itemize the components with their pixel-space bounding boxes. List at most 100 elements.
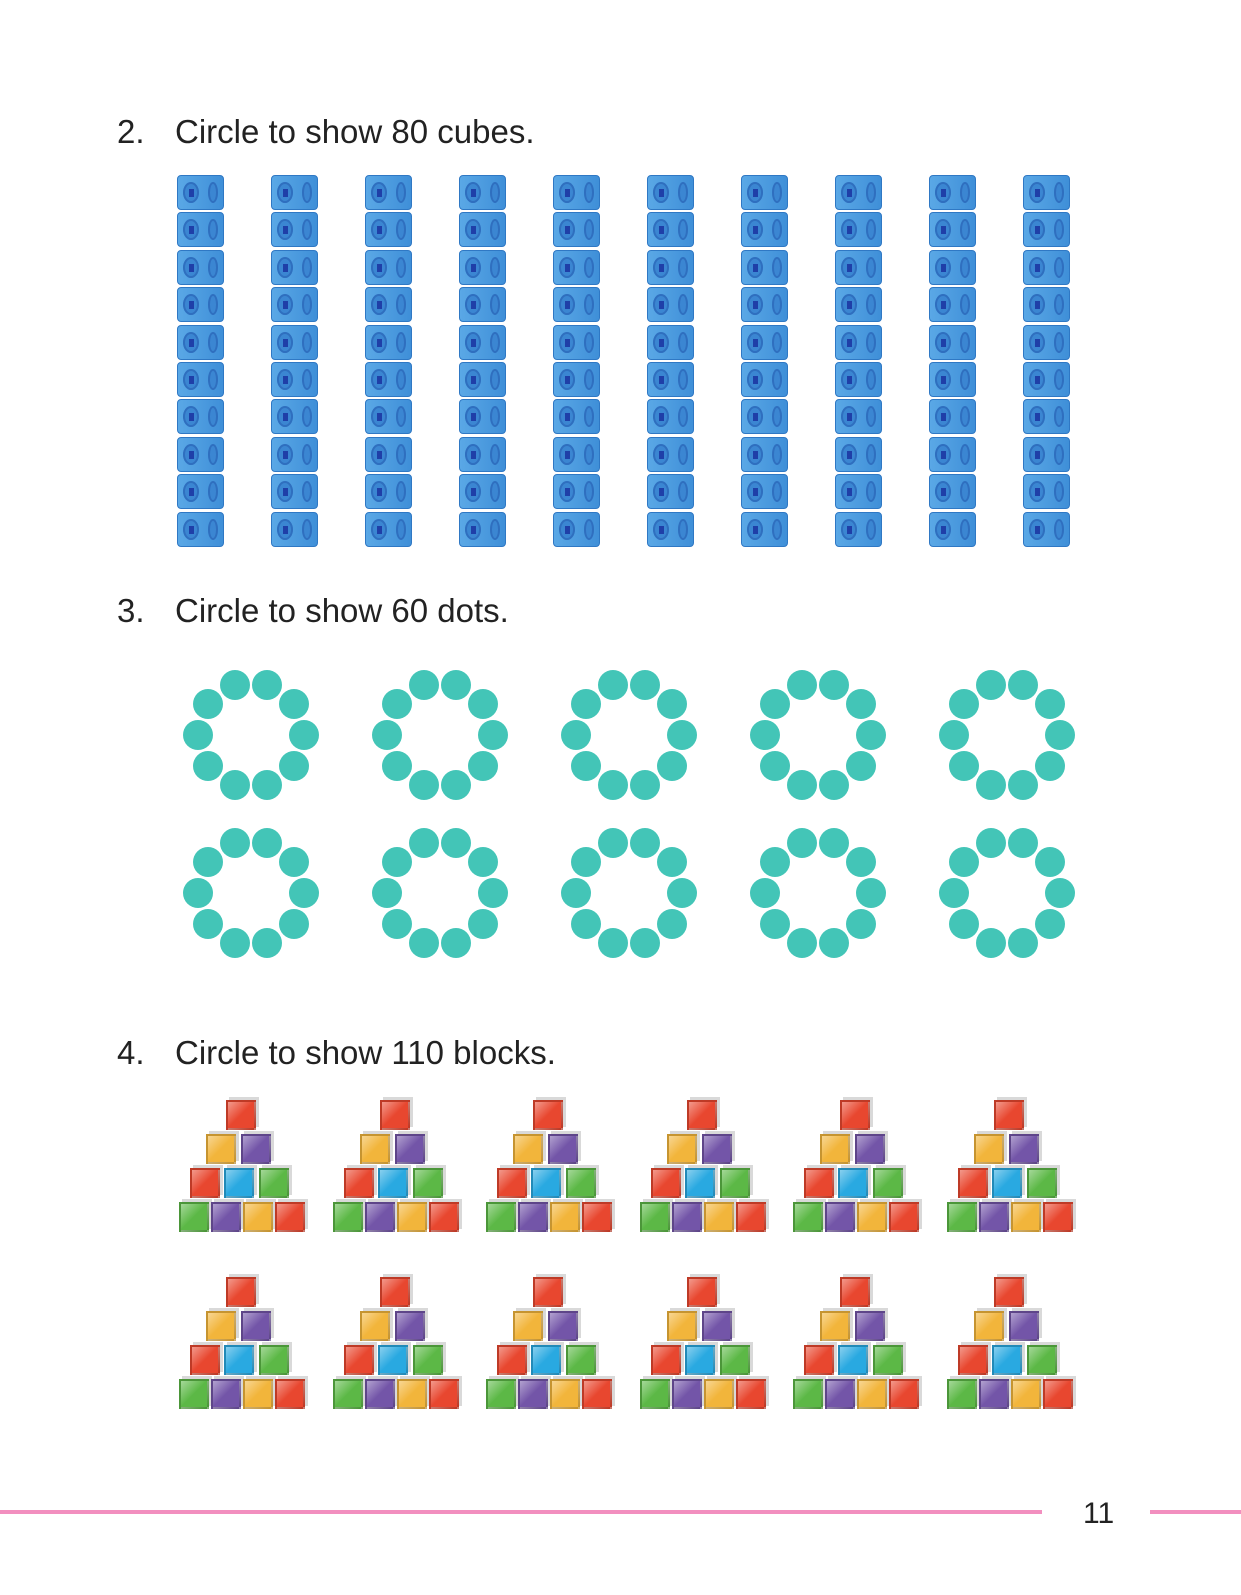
block <box>533 1100 563 1130</box>
block <box>394 1311 425 1341</box>
cube-hole <box>283 450 288 459</box>
cube <box>741 324 788 360</box>
cube-hole <box>847 525 852 534</box>
block <box>735 1379 766 1409</box>
cube <box>929 287 976 323</box>
block <box>855 1134 885 1164</box>
dot <box>289 720 319 750</box>
cube-hole <box>471 263 476 272</box>
block <box>518 1202 548 1232</box>
dot <box>1034 751 1065 782</box>
cube-hole <box>659 488 664 497</box>
dot <box>656 751 687 782</box>
dot <box>856 878 886 908</box>
dot <box>597 770 628 801</box>
dot <box>819 827 850 858</box>
cube-hole <box>283 525 288 534</box>
block <box>497 1168 527 1198</box>
dot <box>845 688 876 719</box>
cube-hole <box>1035 413 1040 422</box>
cube-hole <box>189 375 194 384</box>
cube-hole <box>377 488 382 497</box>
cube <box>271 436 318 472</box>
dot <box>219 770 250 801</box>
dot <box>193 846 224 877</box>
dot <box>252 669 283 700</box>
cube <box>177 361 224 397</box>
cube <box>929 175 976 210</box>
block-pyramid <box>945 1275 1075 1410</box>
cube <box>741 212 788 248</box>
block <box>1010 1379 1041 1409</box>
footer-rule-right <box>1150 1510 1241 1514</box>
block <box>857 1379 887 1409</box>
dot <box>630 928 661 959</box>
cube-hole <box>753 226 758 235</box>
cube-hole <box>941 413 946 422</box>
block-pyramid <box>638 1275 768 1410</box>
cube-column <box>929 175 976 549</box>
dot <box>441 669 472 700</box>
block <box>1026 1345 1057 1375</box>
cube-hole <box>659 263 664 272</box>
dot <box>597 928 628 959</box>
cube <box>741 436 788 472</box>
block <box>379 1277 410 1307</box>
cube <box>553 212 600 248</box>
cube-hole <box>1035 189 1040 197</box>
cube <box>271 212 318 248</box>
block <box>396 1379 427 1409</box>
cube-hole <box>847 488 852 497</box>
block <box>566 1168 596 1198</box>
cube <box>1023 175 1070 210</box>
cube-hole <box>471 189 476 197</box>
block <box>973 1311 1004 1341</box>
cube-hole <box>377 450 382 459</box>
cube-hole <box>377 226 382 235</box>
block <box>548 1311 578 1341</box>
cube <box>1023 287 1070 323</box>
dot <box>441 928 472 959</box>
cube <box>459 399 506 435</box>
question-text: Circle to show 80 cubes. <box>175 113 535 150</box>
block <box>377 1345 408 1375</box>
cube <box>365 287 412 323</box>
block <box>820 1311 850 1341</box>
dot <box>382 846 413 877</box>
block <box>855 1311 885 1341</box>
cube-hole <box>565 226 570 235</box>
block <box>838 1168 868 1198</box>
cube <box>177 399 224 435</box>
cube-hole <box>565 525 570 534</box>
dot <box>975 669 1006 700</box>
cube <box>177 511 224 547</box>
block <box>226 1100 256 1130</box>
cube <box>741 511 788 547</box>
block <box>396 1202 427 1232</box>
cube-hole <box>189 189 194 197</box>
dot <box>1045 878 1075 908</box>
cube-hole <box>941 263 946 272</box>
cube <box>271 324 318 360</box>
cube <box>741 175 788 210</box>
cube <box>177 287 224 323</box>
cube <box>553 175 600 210</box>
block <box>241 1311 271 1341</box>
cube-hole <box>753 525 758 534</box>
cube-hole <box>753 413 758 422</box>
dot <box>382 909 413 940</box>
cube <box>459 287 506 323</box>
cube-column <box>365 175 412 549</box>
cube <box>459 511 506 547</box>
dot <box>278 909 309 940</box>
dot <box>372 720 402 750</box>
cube-hole <box>659 226 664 235</box>
dot <box>571 846 602 877</box>
dot <box>278 846 309 877</box>
block <box>1008 1311 1039 1341</box>
cube-hole <box>847 301 852 310</box>
block <box>179 1379 209 1409</box>
block <box>1042 1202 1073 1232</box>
cube-hole <box>471 525 476 534</box>
